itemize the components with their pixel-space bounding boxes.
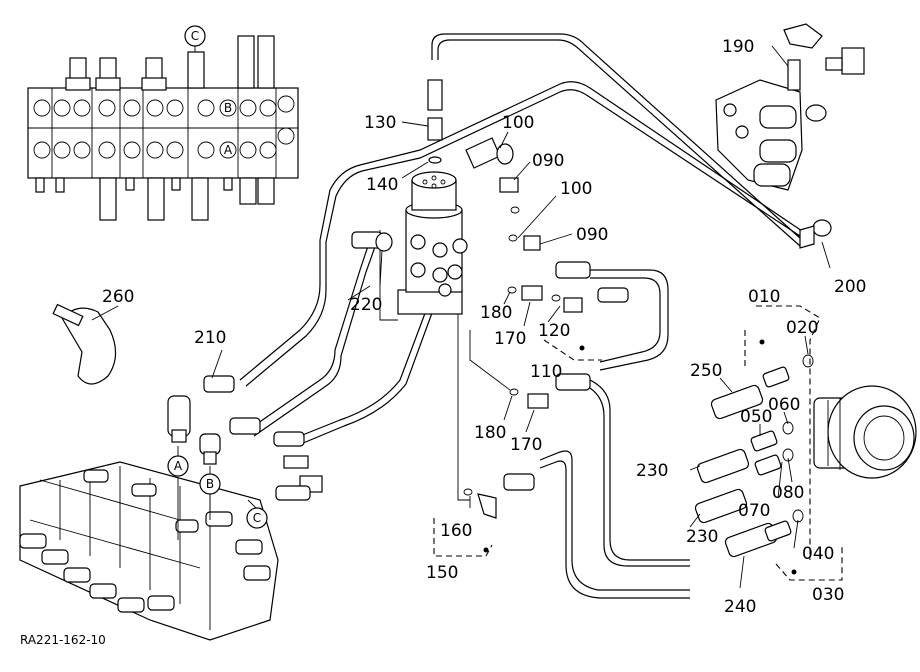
label-010: 010: [748, 287, 780, 307]
label-230-lower: 230: [686, 527, 718, 547]
travel-motor: [813, 385, 917, 479]
valve-port-marker-c: C: [253, 511, 261, 525]
label-100-upper: 100: [502, 113, 534, 133]
label-200: 200: [834, 277, 866, 297]
label-230-upper: 230: [636, 461, 668, 481]
hose-assemblies-right: [694, 354, 814, 558]
label-090-lower: 090: [576, 225, 608, 245]
valve-port-marker-b: B: [206, 477, 214, 491]
label-050: 050: [740, 407, 772, 427]
label-170-upper: 170: [494, 329, 526, 349]
label-100-lower: 100: [560, 179, 592, 199]
port-marker-a: A: [224, 143, 233, 157]
label-020: 020: [786, 318, 818, 338]
fittings: [167, 79, 629, 519]
label-040: 040: [802, 544, 834, 564]
label-180-lower: 180: [474, 423, 506, 443]
group-brackets: [433, 305, 843, 581]
label-220: 220: [350, 295, 382, 315]
label-260: 260: [102, 287, 134, 307]
swivel-joint: [379, 171, 468, 321]
label-210: 210: [194, 328, 226, 348]
label-080: 080: [772, 483, 804, 503]
part-labels: 130 100 090 140 100 090 190 200 010 020 …: [20, 37, 866, 647]
label-070: 070: [738, 501, 770, 521]
label-130: 130: [364, 113, 396, 133]
cable-tie: [52, 303, 117, 385]
port-marker-c: C: [191, 29, 199, 43]
label-030: 030: [812, 585, 844, 605]
label-250: 250: [690, 361, 722, 381]
label-180-upper: 180: [480, 303, 512, 323]
label-170-lower: 170: [510, 435, 542, 455]
label-150: 150: [426, 563, 458, 583]
hose-routing: [239, 33, 809, 599]
label-090-upper: 090: [532, 151, 564, 171]
port-marker-b: B: [224, 101, 232, 115]
control-valve-assembly: [19, 446, 279, 641]
label-060: 060: [768, 395, 800, 415]
label-190: 190: [722, 37, 754, 57]
control-valve-top-view: C B A: [27, 25, 299, 221]
leader-lines: [91, 45, 831, 589]
label-110: 110: [530, 362, 562, 382]
solenoid-valve-block: [715, 23, 865, 249]
figure-code: RA221-162-10: [20, 633, 106, 647]
label-140: 140: [366, 175, 398, 195]
label-120: 120: [538, 321, 570, 341]
label-240: 240: [724, 597, 756, 617]
label-160: 160: [440, 521, 472, 541]
valve-port-marker-a: A: [174, 459, 183, 473]
